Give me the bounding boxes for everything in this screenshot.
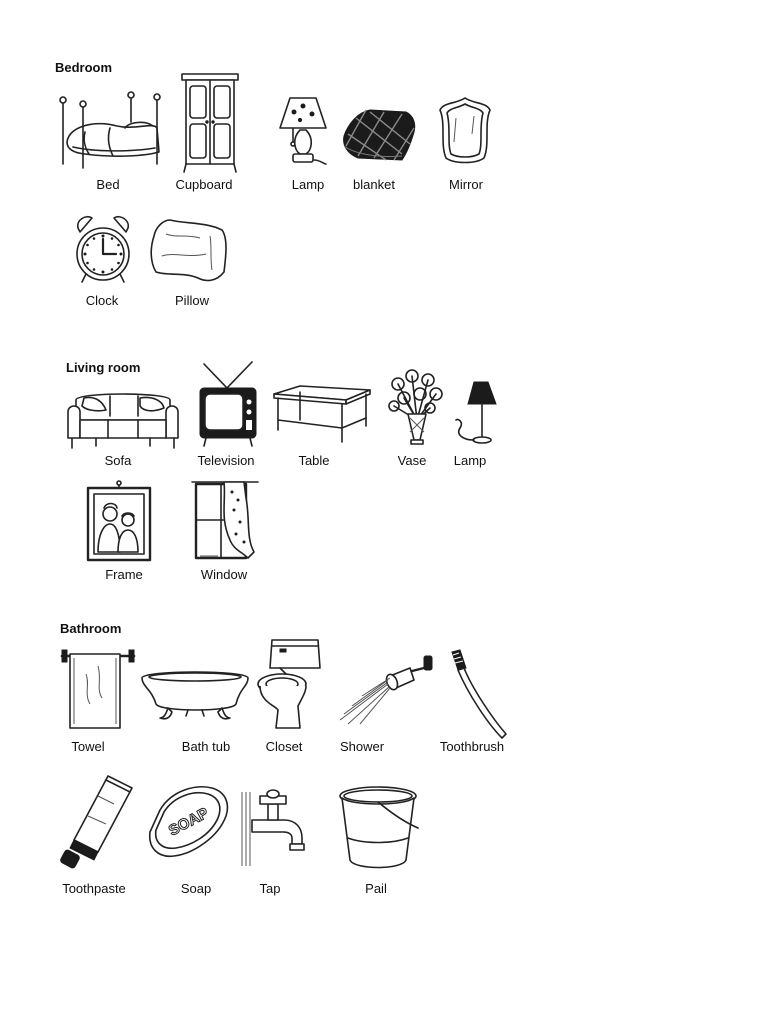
soap-icon: SOAP: [146, 780, 232, 864]
item-cupboard: Cupboard: [0, 0, 1, 192]
mirror-icon: [436, 94, 494, 166]
item-label: Window: [200, 567, 248, 582]
window-icon: [190, 478, 260, 562]
item-tap: Tap: [0, 0, 1, 896]
item-label: Mirror: [449, 177, 483, 192]
item-television: Television: [0, 0, 1, 468]
cupboard-icon: [180, 72, 240, 174]
table-icon: [270, 384, 374, 446]
toothbrush-icon: [448, 648, 514, 740]
item-sofa: Sofa: [0, 0, 1, 468]
item-bed: Bed: [0, 0, 1, 192]
section-heading-living-room: Living room: [66, 360, 141, 375]
item-mirror: Mirror: [0, 0, 1, 192]
item-vase: Vase: [0, 0, 1, 468]
item-label: Toothbrush: [439, 739, 505, 754]
towel-icon: [60, 644, 136, 732]
toothpaste-icon: [58, 772, 138, 872]
television-icon: [196, 360, 258, 450]
item-label: Lamp: [453, 453, 487, 468]
item-label: Sofa: [104, 453, 132, 468]
item-pail: Pail: [0, 0, 1, 896]
item-label: Towel: [71, 739, 105, 754]
item-closet: Closet: [0, 0, 1, 754]
bath-tub-icon: [140, 664, 250, 724]
item-label: Bed: [96, 177, 120, 192]
pillow-icon: [146, 216, 230, 286]
item-label: Lamp: [291, 177, 325, 192]
item-frame: Frame: [0, 0, 1, 582]
item-label: Table: [298, 453, 330, 468]
item-towel: Towel: [0, 0, 1, 754]
item-blanket: blanket: [0, 0, 1, 192]
item-table: Table: [0, 0, 1, 468]
item-label: Closet: [265, 739, 303, 754]
item-label: Tap: [259, 881, 281, 896]
item-toothbrush: Toothbrush: [0, 0, 1, 754]
item-label: Frame: [105, 567, 143, 582]
item-lamp-living: Lamp: [0, 0, 1, 468]
item-label: Pail: [365, 881, 387, 896]
item-label: Soap: [180, 881, 212, 896]
bed-icon: [55, 92, 165, 172]
item-label: Vase: [397, 453, 427, 468]
shower-icon: [334, 654, 434, 726]
item-bath-tub: Bath tub: [0, 0, 1, 754]
item-label: Cupboard: [175, 177, 233, 192]
item-shower: Shower: [0, 0, 1, 754]
tap-icon: [238, 782, 314, 866]
item-window: Window: [0, 0, 1, 582]
item-pillow: Pillow: [0, 0, 1, 308]
item-label: Clock: [85, 293, 119, 308]
blanket-icon: [340, 106, 418, 164]
section-heading-bedroom: Bedroom: [55, 60, 113, 75]
table-lamp-icon: [276, 94, 330, 166]
sofa-icon: [66, 386, 180, 452]
item-toothpaste: Toothpaste: [0, 0, 1, 896]
item-label: Toothpaste: [62, 881, 126, 896]
toilet-icon: [256, 636, 326, 732]
item-soap: SOAP Soap: [0, 0, 1, 896]
item-clock: Clock: [0, 0, 1, 308]
pail-icon: [334, 782, 424, 872]
vase-icon: [384, 366, 450, 448]
item-label: blanket: [353, 177, 395, 192]
item-label: Shower: [339, 739, 385, 754]
item-label: Bath tub: [181, 739, 231, 754]
item-lamp-bedroom: Lamp: [0, 0, 1, 192]
floor-lamp-icon: [454, 378, 502, 446]
section-heading-bathroom: Bathroom: [60, 621, 122, 636]
alarm-clock-icon: [72, 214, 134, 286]
item-label: Television: [197, 453, 255, 468]
item-label: Pillow: [175, 293, 209, 308]
picture-frame-icon: [86, 480, 152, 562]
